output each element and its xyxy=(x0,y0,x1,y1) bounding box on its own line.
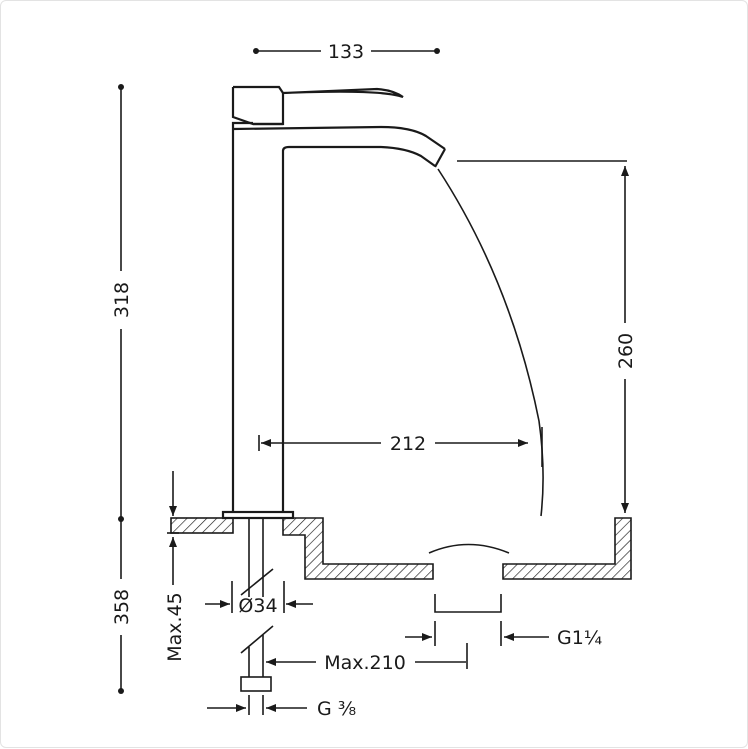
label-g1-quarter: G1¼ xyxy=(557,627,602,649)
basin-section xyxy=(170,517,632,613)
label-212: 212 xyxy=(390,433,426,455)
dim-drain: G1¼ xyxy=(405,621,602,649)
dim-supply: G ³⁄₈ xyxy=(207,695,356,720)
dim-deck: Max.45 xyxy=(164,471,186,662)
label-diameter: Ø34 xyxy=(238,595,277,617)
faucet-body xyxy=(221,85,446,692)
dim-hose: Max.210 xyxy=(266,643,468,674)
label-358: 358 xyxy=(111,589,133,625)
label-260: 260 xyxy=(615,333,637,369)
water-stream xyxy=(437,168,544,517)
label-133: 133 xyxy=(328,41,364,63)
label-318: 318 xyxy=(111,282,133,318)
dim-total-height: 318 xyxy=(111,84,133,522)
dim-width: 133 xyxy=(253,41,440,63)
dim-hole: Ø34 xyxy=(205,581,313,617)
label-max210: Max.210 xyxy=(324,652,406,674)
dim-lower-height: 358 xyxy=(111,519,133,694)
dim-reach: 212 xyxy=(258,427,543,467)
label-g-three-eighths: G ³⁄₈ xyxy=(317,698,356,720)
dim-spout-height: 260 xyxy=(457,160,637,513)
label-max45: Max.45 xyxy=(164,592,186,662)
